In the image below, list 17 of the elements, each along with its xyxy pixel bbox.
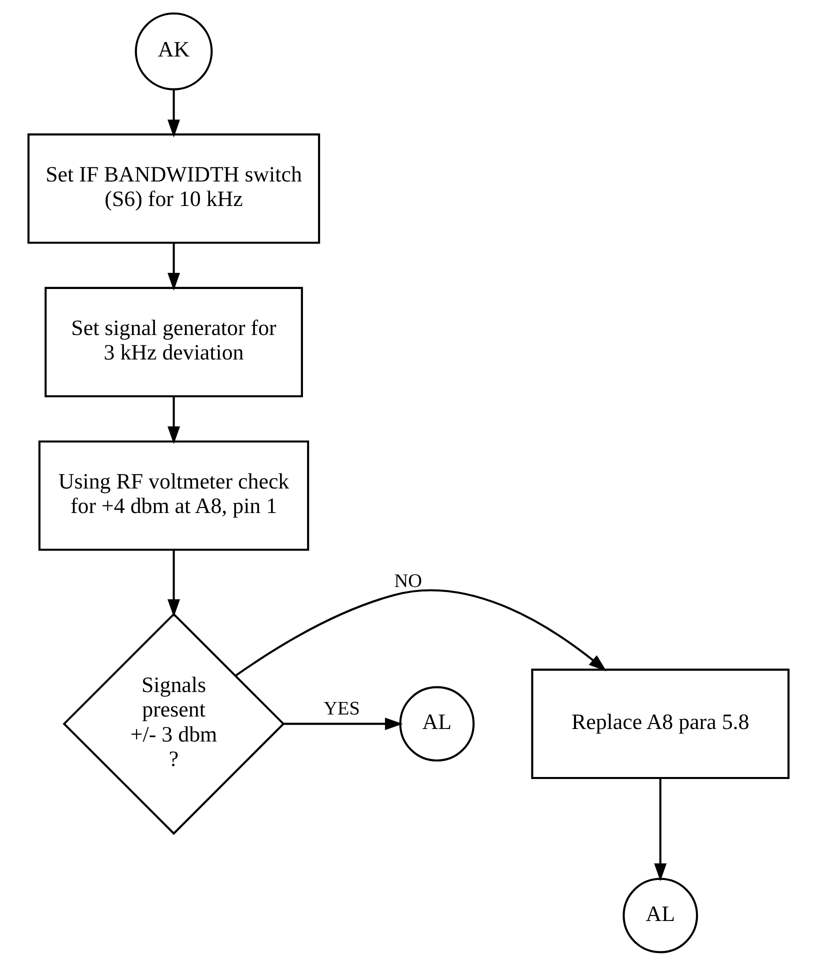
node-circle: AL [622, 878, 698, 954]
node-box: Replace A8 para 5.8 [531, 668, 790, 779]
arrow [654, 778, 667, 882]
arrow [168, 550, 180, 618]
edge-label: NO [394, 571, 422, 592]
node-diamond: Signals present +/- 3 dbm ? [62, 612, 285, 835]
node-box: Set signal generator for 3 kHz deviation [44, 286, 303, 398]
arrow [283, 718, 403, 730]
edge-label: YES [324, 698, 360, 720]
arrow [168, 90, 180, 138]
node-circle: AL [399, 686, 475, 762]
node-box: Using RF voltmeter check for +4 dbm at A8, pin 1 [38, 440, 310, 551]
arrow [168, 243, 180, 291]
node-circle: AK [134, 12, 213, 90]
arrow [168, 396, 180, 444]
node-box: Set IF BANDWIDTH switch (S6) for 10 kHz [27, 133, 320, 244]
arrow [235, 589, 607, 676]
